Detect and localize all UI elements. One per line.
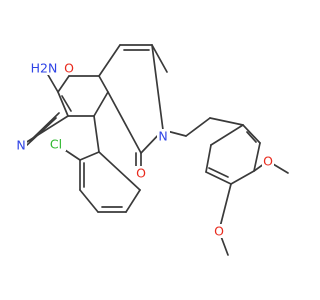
- bond-nitrile-triple-a: [29, 112, 60, 142]
- bond-c4a-c4: [93, 91, 109, 117]
- bond-aryl-c4: [79, 189, 99, 213]
- atom-labels: H2N O N Cl O N O O: [15, 61, 274, 239]
- bond-ar-6: [210, 124, 244, 146]
- bond-ar-2: [253, 142, 261, 172]
- atom-label-nitrile-nitrogen: N: [16, 138, 25, 153]
- atom-label-ring-oxygen: O: [64, 61, 74, 76]
- bond-ar-3: [230, 170, 255, 185]
- bond-aryl-c1: [98, 151, 141, 191]
- atom-label-methoxy-oxygen-3: O: [214, 224, 224, 239]
- bond-c7-methyl: [151, 44, 168, 73]
- bond-c8a-c8: [98, 44, 121, 77]
- atom-label-amino: H2N: [31, 61, 58, 76]
- bond-c5-c4a: [107, 91, 142, 154]
- bond-c7-n6: [151, 44, 164, 131]
- atom-label-chlorine: Cl: [50, 137, 62, 152]
- bond-c3-c2-double: [61, 95, 72, 112]
- bond-c2-o1: [57, 75, 70, 93]
- bond-c4-aryl: [93, 115, 100, 153]
- bond-ar-4: [205, 171, 232, 185]
- atom-label-methoxy-oxygen-4: O: [263, 154, 273, 169]
- bond-ar-double-b: [208, 167, 229, 178]
- bond-nitrile-triple-b: [26, 117, 57, 146]
- bond-ar-1: [242, 124, 261, 144]
- bond-aryl-c6: [125, 189, 141, 213]
- molecule-structure: H2N O N Cl O N O O: [15, 44, 289, 256]
- bond-ch2-ch2: [185, 117, 211, 137]
- bond-ch2-aryl: [209, 117, 244, 126]
- bond-ar-5: [205, 144, 212, 173]
- bond-lines: [21, 44, 289, 256]
- bond-ar-o3: [218, 183, 232, 232]
- bond-c8a-c4a: [98, 75, 109, 93]
- bond-c3-c2: [57, 91, 69, 117]
- atom-label-carbonyl-oxygen: O: [136, 166, 146, 181]
- bond-ar-double-a: [246, 131, 257, 143]
- atom-label-lactam-nitrogen: N: [158, 129, 167, 144]
- bond-aryl-c2: [79, 151, 100, 161]
